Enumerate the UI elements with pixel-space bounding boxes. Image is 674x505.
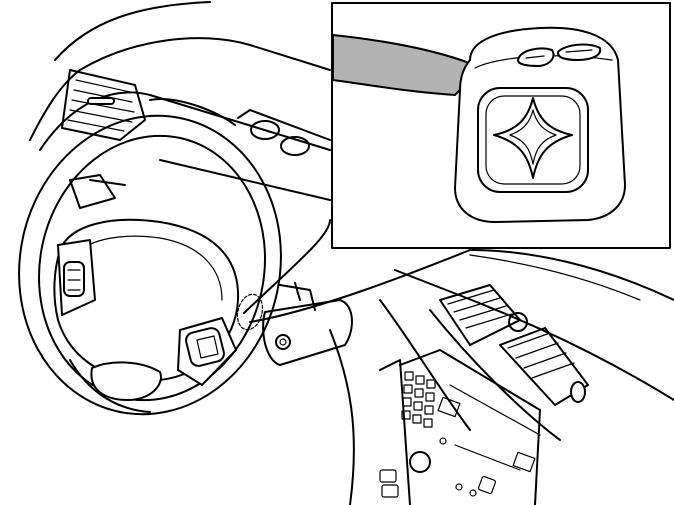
left-spoke-controls <box>57 239 96 316</box>
dashboard-vent-icon <box>61 69 146 141</box>
center-vents <box>439 284 589 406</box>
turn-signal-stalk <box>69 174 126 209</box>
callout-lines <box>236 219 471 331</box>
detail-inset <box>331 2 671 249</box>
steering-column <box>262 282 353 366</box>
four-way-control-pad-icon <box>477 87 589 193</box>
top-buttons <box>517 43 602 67</box>
radio-unit-icon <box>379 349 541 505</box>
right-spoke-controls <box>177 317 237 386</box>
instrument-cluster <box>149 98 331 201</box>
